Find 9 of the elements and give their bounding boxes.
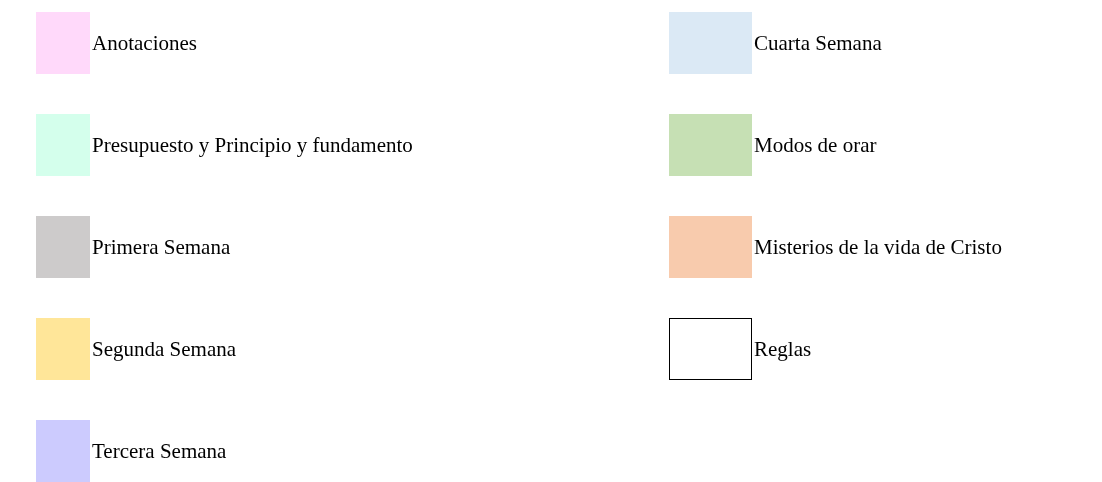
legend-label: Anotaciones bbox=[92, 30, 197, 56]
legend-label: Segunda Semana bbox=[92, 336, 237, 362]
legend-label: Misterios de la vida de Cristo bbox=[754, 234, 1002, 260]
legend-label: Tercera Semana bbox=[92, 438, 227, 464]
legend-label: Reglas bbox=[754, 336, 812, 362]
legend-label: Primera Semana bbox=[92, 234, 231, 260]
legend-label: Cuarta Semana bbox=[754, 30, 882, 56]
legend-label: Modos de orar bbox=[754, 132, 877, 158]
legend-label: Presupuesto y Principio y fundamento bbox=[92, 132, 413, 158]
